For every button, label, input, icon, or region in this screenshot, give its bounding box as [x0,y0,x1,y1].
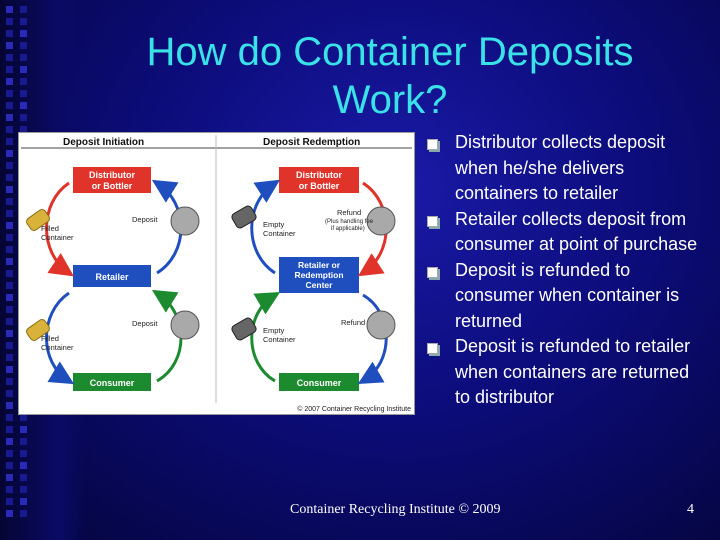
arrow-product-down-1 [45,181,74,277]
bullet-text: Distributor collects deposit when he/she… [455,132,666,203]
empty-container-icon [231,205,257,341]
bullet-item: Deposit is refunded to consumer when con… [425,258,707,335]
checkbox-bullet-icon [427,139,438,150]
initiation-consumer-box [73,373,151,391]
redemption-heading: Deposit Redemption [263,137,360,148]
filled-container-label-4: Container [41,343,74,352]
bullet-item: Deposit is refunded to retailer when con… [425,334,707,411]
redemption-center-label-3: Center [306,280,334,290]
coin-icon [366,206,396,340]
coin-icon [170,206,200,340]
bullet-text: Deposit is refunded to retailer when con… [455,336,691,407]
deposit-diagram-svg: Deposit Initiation Distributor or Bottle… [19,133,414,414]
checkbox-bullet-icon [427,266,438,278]
decorative-squares [6,6,13,522]
bottle-icon [26,209,50,341]
empty-container-label-3: Empty [263,326,285,335]
deposit-diagram: Deposit Initiation Distributor or Bottle… [18,132,415,415]
slide-footer: Container Recycling Institute © 2009 [290,502,501,517]
deposit-label-2: Deposit [132,319,158,328]
bullet-text: Retailer collects deposit from consumer … [455,208,698,255]
empty-container-label-4: Container [263,335,296,344]
redemption-center-label: Retailer or [298,260,341,270]
redemption-distributor-box [279,167,359,193]
redemption-consumer-box [279,373,359,391]
redemption-distributor-label: Distributor [296,170,342,180]
deposit-label: Deposit [132,215,158,224]
arrow-product-down-2 [45,291,75,385]
empty-container-label-2: Container [263,229,296,238]
refund-note: (Plus handling fee [325,219,374,225]
figure-copyright: © 2007 Container Recycling Institute [297,405,411,413]
redemption-center-label-2: Redemption [294,270,343,280]
empty-container-label: Empty [263,220,285,229]
bullet-item: Retailer collects deposit from consumer … [425,207,707,258]
refund-note-2: if applicable) [331,226,365,232]
slide-title: How do Container Deposits Work? [146,30,634,122]
refund-label-2: Refund [341,318,365,327]
checkbox-bullet-icon [427,343,438,354]
arrow-return-up-2 [250,291,281,383]
initiation-distributor-label: Distributor [89,170,135,180]
bullet-list: Distributor collects deposit when he/she… [425,130,707,411]
arrow-return-up-1 [250,179,281,275]
initiation-consumer-label: Consumer [90,378,135,388]
refund-label: Refund [337,208,361,217]
initiation-retailer-box [73,265,151,287]
bullet-item: Distributor collects deposit when he/she… [425,130,707,207]
filled-container-label: Filled [41,224,59,233]
checkbox-bullet-icon [427,215,438,227]
filled-container-label-3: Filled [41,334,59,343]
redemption-distributor-label-2: or Bottler [299,181,340,191]
filled-container-label-2: Container [41,233,74,242]
initiation-distributor-label-2: or Bottler [92,181,133,191]
initiation-retailer-label: Retailer [95,272,129,282]
redemption-consumer-label: Consumer [297,378,342,388]
bullet-text: Deposit is refunded to consumer when con… [455,259,680,331]
redemption-center-box [279,257,359,293]
initiation-distributor-box [73,167,151,193]
page-number: 4 [687,502,694,517]
initiation-heading: Deposit Initiation [63,137,144,148]
